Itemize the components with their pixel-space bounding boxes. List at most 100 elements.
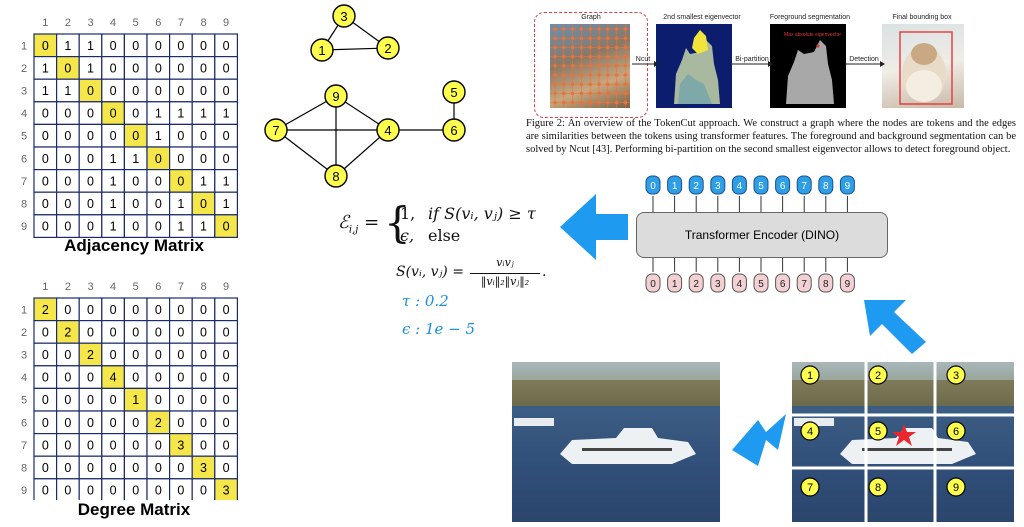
adjacency-cell-value: 0 bbox=[132, 220, 139, 234]
degree-col-label: 5 bbox=[133, 281, 139, 293]
patch-label: 5 bbox=[875, 426, 881, 438]
degree-cell-value: 0 bbox=[223, 325, 230, 339]
degree-cell-value: 0 bbox=[87, 484, 94, 498]
adjacency-col-label: 9 bbox=[223, 17, 229, 29]
input-token bbox=[775, 273, 791, 293]
output-token-label: 8 bbox=[823, 181, 829, 192]
adjacency-cell-value: 1 bbox=[223, 197, 230, 211]
input-token-label: 7 bbox=[801, 279, 807, 290]
degree-cell-value: 0 bbox=[223, 438, 230, 452]
degree-cell-value: 0 bbox=[155, 461, 162, 475]
degree-cell-value: 0 bbox=[64, 393, 71, 407]
degree-cell-value: 0 bbox=[223, 348, 230, 362]
adjacency-cell-value: 0 bbox=[87, 84, 94, 98]
adjacency-cell-value: 1 bbox=[64, 84, 71, 98]
similarity-lhs: S(vᵢ, vⱼ) = bbox=[396, 264, 464, 280]
degree-row-label: 9 bbox=[21, 485, 27, 497]
output-token-label: 4 bbox=[737, 181, 743, 192]
input-token bbox=[731, 273, 747, 293]
epsilon-parameter: ϵ : 1e − 5 bbox=[402, 320, 476, 338]
adjacency-cell-value: 0 bbox=[42, 197, 49, 211]
degree-cell-value: 0 bbox=[132, 348, 139, 362]
degree-cell-value: 0 bbox=[223, 303, 230, 317]
adjacency-cell-value: 1 bbox=[87, 39, 94, 53]
graph-node-label: 7 bbox=[272, 123, 279, 138]
degree-cell-value: 0 bbox=[132, 438, 139, 452]
adjacency-cell-value: 1 bbox=[110, 220, 117, 234]
input-token-label: 6 bbox=[780, 279, 786, 290]
degree-col-label: 8 bbox=[200, 281, 206, 293]
adjacency-cell-value: 0 bbox=[155, 220, 162, 234]
adjacency-row-label: 1 bbox=[21, 40, 27, 52]
adjacency-cell-value: 1 bbox=[200, 174, 207, 188]
output-token bbox=[818, 175, 834, 195]
patch-label-badge bbox=[868, 421, 888, 441]
yacht-photo bbox=[512, 362, 720, 522]
degree-cell-value: 0 bbox=[110, 484, 117, 498]
adjacency-cell bbox=[214, 214, 239, 239]
adjacency-cell-value: 0 bbox=[200, 84, 207, 98]
degree-cell-value: 0 bbox=[200, 348, 207, 362]
case2-value: ϵ, bbox=[400, 226, 415, 245]
adjacency-row-label: 5 bbox=[21, 131, 27, 143]
input-token bbox=[645, 273, 661, 293]
degree-col-label: 2 bbox=[65, 281, 71, 293]
graph-node-label: 3 bbox=[340, 9, 347, 24]
degree-cell-value: 0 bbox=[87, 438, 94, 452]
degree-cell-value: 0 bbox=[223, 371, 230, 385]
output-token bbox=[731, 175, 747, 195]
patch-label: 4 bbox=[807, 426, 813, 438]
adjacency-cell-value: 0 bbox=[200, 61, 207, 75]
degree-cell-value: 0 bbox=[132, 371, 139, 385]
tau-parameter: τ : 0.2 bbox=[402, 292, 449, 310]
adjacency-row-label: 4 bbox=[21, 108, 27, 120]
adjacency-cell-value: 0 bbox=[200, 197, 207, 211]
eigenvector-image bbox=[656, 24, 732, 108]
degree-cell-value: 0 bbox=[87, 303, 94, 317]
adjacency-cell-value: 0 bbox=[110, 107, 117, 121]
degree-col-label: 3 bbox=[87, 281, 93, 293]
degree-cell-value: 0 bbox=[42, 371, 49, 385]
degree-cell-value: 0 bbox=[177, 461, 184, 475]
input-token bbox=[688, 273, 704, 293]
degree-cell-value: 0 bbox=[155, 484, 162, 498]
adjacency-cell-value: 0 bbox=[155, 152, 162, 166]
panel-label-segmentation: Foreground segmentation bbox=[769, 14, 851, 21]
output-token-label: 3 bbox=[715, 181, 721, 192]
adjacency-cell-value: 0 bbox=[200, 39, 207, 53]
patch-label-badge bbox=[800, 477, 820, 497]
adjacency-cell-value: 0 bbox=[64, 61, 71, 75]
degree-cell-value: 0 bbox=[110, 325, 117, 339]
adjacency-cell-value: 0 bbox=[155, 84, 162, 98]
degree-cell-value: 2 bbox=[155, 416, 162, 430]
adjacency-cell-value: 0 bbox=[87, 197, 94, 211]
adjacency-cell-value: 0 bbox=[132, 197, 139, 211]
adjacency-cell-value: 0 bbox=[155, 197, 162, 211]
graph-node-label: 2 bbox=[384, 41, 391, 56]
patch-label-badge bbox=[946, 365, 966, 385]
adjacency-cell-value: 0 bbox=[87, 107, 94, 121]
adjacency-cell-value: 1 bbox=[64, 39, 71, 53]
adjacency-cell-value: 1 bbox=[200, 220, 207, 234]
graph-node-label: 1 bbox=[318, 43, 325, 58]
degree-cell-value: 0 bbox=[223, 416, 230, 430]
adjacency-row-label: 2 bbox=[21, 63, 27, 75]
output-token bbox=[667, 175, 683, 195]
degree-cell bbox=[214, 478, 239, 500]
adjacency-cell-value: 1 bbox=[110, 174, 117, 188]
output-token bbox=[753, 175, 769, 195]
arrow-label-ncut: Ncut bbox=[635, 56, 651, 63]
patch-label-badge bbox=[800, 365, 820, 385]
pipeline-arrows bbox=[632, 61, 885, 67]
degree-cell-value: 3 bbox=[177, 438, 184, 452]
degree-cell-value: 0 bbox=[64, 484, 71, 498]
panel-label-bbox: Final bounding box bbox=[892, 14, 952, 21]
adjacency-cell-value: 0 bbox=[87, 129, 94, 143]
arrow-right-icon bbox=[732, 414, 786, 466]
case1-value: 1, bbox=[400, 204, 416, 223]
adjacency-cell-value: 0 bbox=[87, 174, 94, 188]
output-token bbox=[688, 175, 704, 195]
patch-label: 6 bbox=[953, 426, 959, 438]
transformer-encoder-label: Transformer Encoder (DINO) bbox=[636, 212, 888, 258]
